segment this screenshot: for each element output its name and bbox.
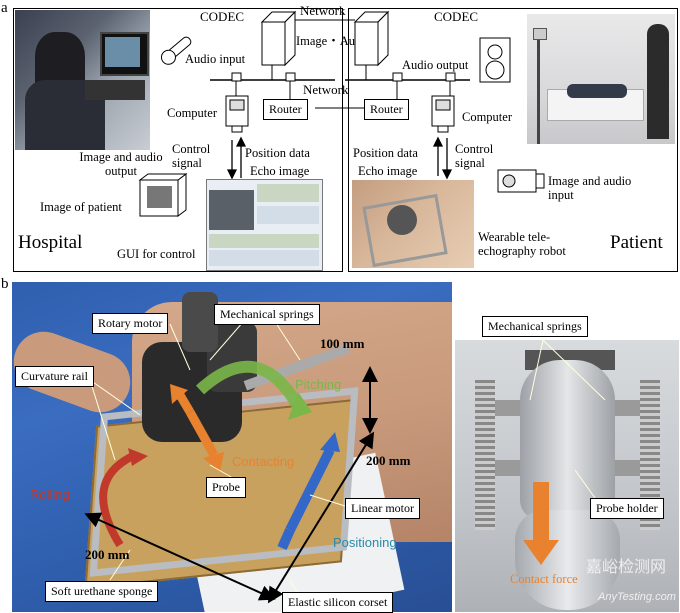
positioning-label: Positioning [333, 535, 397, 550]
doctor-photo [15, 10, 150, 150]
codec-right-label: CODEC [434, 9, 479, 24]
probe-holder-photo [455, 340, 679, 612]
gui-for-control-label: GUI for control [117, 247, 196, 261]
linear-motor-label: Linear motor [345, 498, 420, 519]
audio-input-label: Audio input [185, 52, 246, 66]
image-audio-output-label: Image and audio output [79, 150, 163, 178]
probe-holder-label: Probe holder [590, 498, 664, 519]
panel-a-diagram [138, 10, 545, 217]
network-top-label: Network [300, 3, 346, 18]
patient-frame [348, 8, 678, 272]
robot-photo [352, 180, 474, 268]
position-data-left: Position data [245, 146, 310, 160]
pitching-label: Pitching [295, 377, 342, 392]
control-signal-right: Control signal [455, 142, 494, 170]
audio-output-label: Audio output [402, 58, 469, 72]
soft-sponge-label: Soft urethane sponge [45, 581, 159, 602]
echo-image-left: Echo image [250, 164, 310, 178]
robot-label: Wearable tele-echography robot [478, 230, 566, 258]
dim-100-label: 100 mm [320, 336, 365, 351]
rolling-label: Rolling [30, 487, 70, 502]
computer-left-label: Computer [167, 106, 217, 120]
rotary-motor-label: Rotary motor [92, 313, 169, 334]
curvature-rail-label: Curvature rail [15, 366, 94, 387]
codec-left-label: CODEC [200, 9, 245, 24]
image-audio-label: Image・Audio [296, 34, 371, 48]
router-right: Router [364, 99, 409, 120]
contact-force-label: Contact force [510, 572, 578, 586]
patient-photo [527, 14, 675, 144]
hospital-label: Hospital [18, 232, 83, 253]
gui-screenshot [206, 179, 323, 271]
position-data-right: Position data [353, 146, 418, 160]
panel-b-label: b [1, 276, 9, 292]
dim-200-right-label: 200 mm [366, 453, 411, 468]
image-of-patient-label: Image of patient [40, 200, 122, 214]
probe-holder-arrows [523, 340, 606, 565]
network-mid-label: Network [303, 82, 349, 97]
computer-right-label: Computer [462, 110, 512, 124]
contacting-label: Contacting [232, 454, 295, 469]
panel-a-label: a [1, 0, 8, 16]
dim-200-bottom-label: 200 mm [85, 547, 130, 562]
image-audio-input-label: Image and audio input [548, 174, 632, 202]
router-left: Router [263, 99, 308, 120]
mechanical-springs-label: Mechanical springs [214, 304, 320, 325]
corset-label: Elastic silicon corset [282, 592, 394, 613]
probe-label: Probe [206, 477, 246, 498]
hospital-frame [13, 8, 343, 272]
mechanical-springs-right-label: Mechanical springs [482, 316, 588, 337]
echo-image-right: Echo image [358, 164, 418, 178]
watermark-url: AnyTesting.com [598, 591, 676, 603]
watermark-text: 嘉峪检测网 [586, 557, 667, 576]
panel-b-arrows [84, 313, 378, 604]
control-signal-left: Control signal [172, 142, 211, 170]
patient-label: Patient [610, 232, 663, 253]
